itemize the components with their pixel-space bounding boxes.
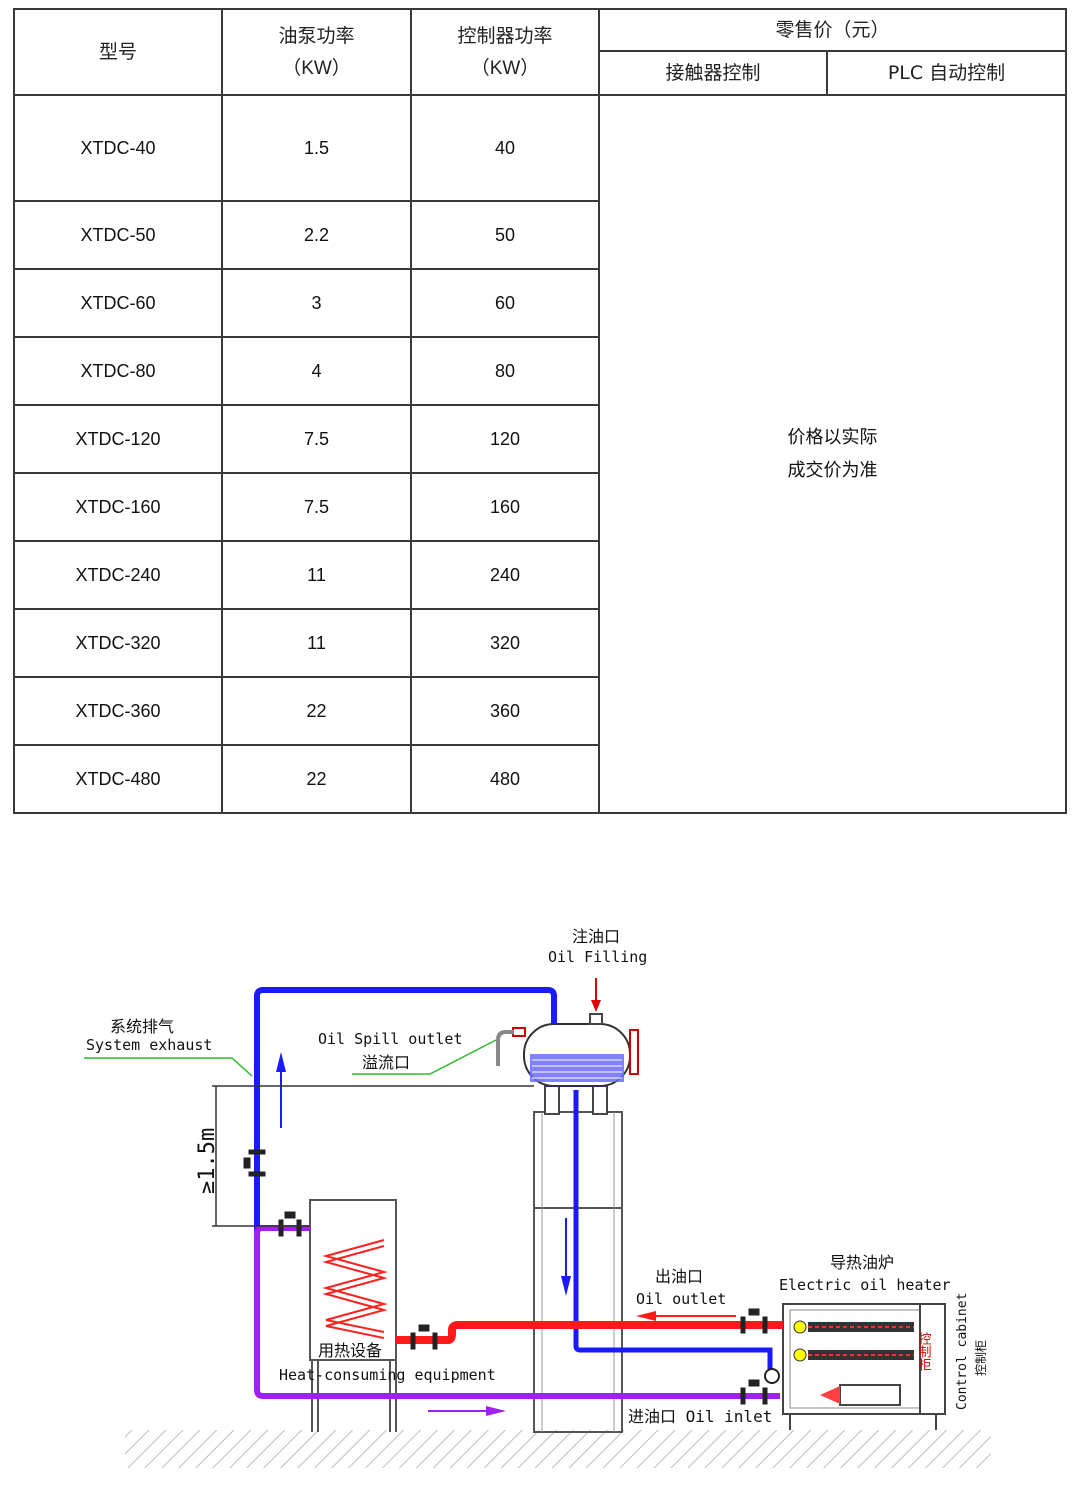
controller-power-cell: 480 (410, 744, 600, 814)
controller-power-cell: 160 (410, 472, 600, 542)
model-cell: XTDC-240 (13, 540, 223, 610)
model-cell: XTDC-360 (13, 676, 223, 746)
header-pump-power-label: 油泵功率 (278, 24, 355, 47)
heating-coil (322, 1245, 388, 1339)
system-diagram: 注油口 Oil Filling 系统排气 System exhaust Oil … (84, 927, 991, 1468)
cabinet-en-label: Control cabinet (955, 1293, 970, 1410)
controller-power-cell: 240 (410, 540, 600, 610)
model-cell: XTDC-80 (13, 336, 223, 406)
header-pump-unit: （KW） (282, 57, 351, 79)
system-exhaust-en-label: System exhaust (86, 1036, 212, 1054)
flow-arrows (276, 978, 736, 1416)
header-controller-unit: （KW） (470, 57, 540, 79)
header-pump-power: 油泵功率 （KW） (221, 8, 412, 96)
spill-outlet-en-label: Oil Spill outlet (318, 1030, 463, 1048)
cabinet-cn-label: 控制柜 (916, 1332, 932, 1371)
cabinet-vertical-cn-label: 控制柜 (974, 1340, 988, 1376)
electric-oil-heater (782, 1303, 946, 1430)
pump-power-cell: 22 (221, 744, 412, 814)
spill-pipe (496, 1030, 514, 1066)
header-controller-power: 控制器功率 （KW） (410, 8, 600, 96)
leader-lines (84, 1039, 497, 1077)
controller-power-cell: 60 (410, 268, 600, 338)
model-cell: XTDC-120 (13, 404, 223, 474)
pump-power-cell: 7.5 (221, 404, 412, 474)
table-row: XTDC-80 4 80 (13, 336, 1066, 406)
header-controller-power-label: 控制器功率 (457, 24, 553, 47)
pump-power-cell: 11 (221, 540, 412, 610)
header-retail-price: 零售价（元） (597, 8, 1068, 52)
oil-filling-en-label: Oil Filling (548, 948, 647, 966)
expansion-tank (512, 1013, 639, 1115)
price-note-cell: 价格以实际 成交价为准 (597, 94, 1068, 814)
header-model: 型号 (13, 8, 223, 96)
table-row: XTDC-50 2.2 50 (13, 200, 1066, 270)
heat-equipment-cn-label: 用热设备 (318, 1341, 382, 1360)
controller-power-cell: 40 (410, 94, 600, 202)
blue-supply-pipe (254, 987, 557, 1232)
table-row: XTDC-160 7.5 160 (13, 472, 1066, 542)
controller-power-cell: 320 (410, 608, 600, 678)
table-row: XTDC-60 3 60 (13, 268, 1066, 338)
pump-power-cell: 3 (221, 268, 412, 338)
pump-power-cell: 2.2 (221, 200, 412, 270)
pump-power-cell: 1.5 (221, 94, 412, 202)
heater-en-label: Electric oil heater (779, 1276, 951, 1294)
height-dimension (212, 1085, 534, 1227)
controller-power-cell: 50 (410, 200, 600, 270)
header-plc-control: PLC 自动控制 (825, 50, 1068, 96)
heat-equipment-en-label: Heat-consuming equipment (279, 1366, 496, 1384)
model-cell: XTDC-160 (13, 472, 223, 542)
price-note-line-1: 价格以实际 (787, 427, 878, 448)
pump-power-cell: 11 (221, 608, 412, 678)
model-cell: XTDC-60 (13, 268, 223, 338)
oil-outlet-cn-label: 出油口 (655, 1267, 703, 1286)
pump-power-cell: 22 (221, 676, 412, 746)
pump-power-cell: 4 (221, 336, 412, 406)
controller-power-cell: 80 (410, 336, 600, 406)
ground-hatch (125, 1430, 991, 1468)
model-cell: XTDC-320 (13, 608, 223, 678)
height-requirement-label: ≥1.5m (195, 1128, 220, 1194)
model-cell: XTDC-40 (13, 94, 223, 202)
table-row: XTDC-120 7.5 120 (13, 404, 1066, 474)
spec-table: 型号 油泵功率 （KW） 控制器功率 （KW） 零售价（元） 接触器控制 PLC… (13, 8, 1068, 814)
controller-power-cell: 120 (410, 404, 600, 474)
controller-power-cell: 360 (410, 676, 600, 746)
system-exhaust-cn-label: 系统排气 (110, 1017, 174, 1036)
table-row: XTDC-480 22 480 (13, 744, 1066, 814)
spill-outlet-cn-label: 溢流口 (362, 1053, 410, 1072)
oil-filling-cn-label: 注油口 (572, 927, 620, 946)
table-row: XTDC-320 11 320 (13, 608, 1066, 678)
table-row: XTDC-240 11 240 (13, 540, 1066, 610)
heat-consuming-equipment (309, 1199, 397, 1432)
table-row: XTDC-360 22 360 (13, 676, 1066, 746)
blue-return-to-heater (573, 1090, 773, 1372)
valve-icons (243, 1149, 780, 1405)
table-row: XTDC-40 1.5 40 价格以实际 成交价为准 (13, 94, 1068, 814)
red-hot-pipe (396, 1321, 783, 1344)
price-note-line-2: 成交价为准 (787, 460, 878, 481)
model-cell: XTDC-50 (13, 200, 223, 270)
oil-inlet-label: 进油口 Oil inlet (628, 1407, 772, 1426)
pump-power-cell: 7.5 (221, 472, 412, 542)
oil-outlet-en-label: Oil outlet (636, 1290, 726, 1308)
purple-return-pipe (254, 1225, 780, 1399)
header-contactor-control: 接触器控制 (598, 50, 828, 96)
heater-cn-label: 导热油炉 (830, 1253, 894, 1272)
model-cell: XTDC-480 (13, 744, 223, 814)
